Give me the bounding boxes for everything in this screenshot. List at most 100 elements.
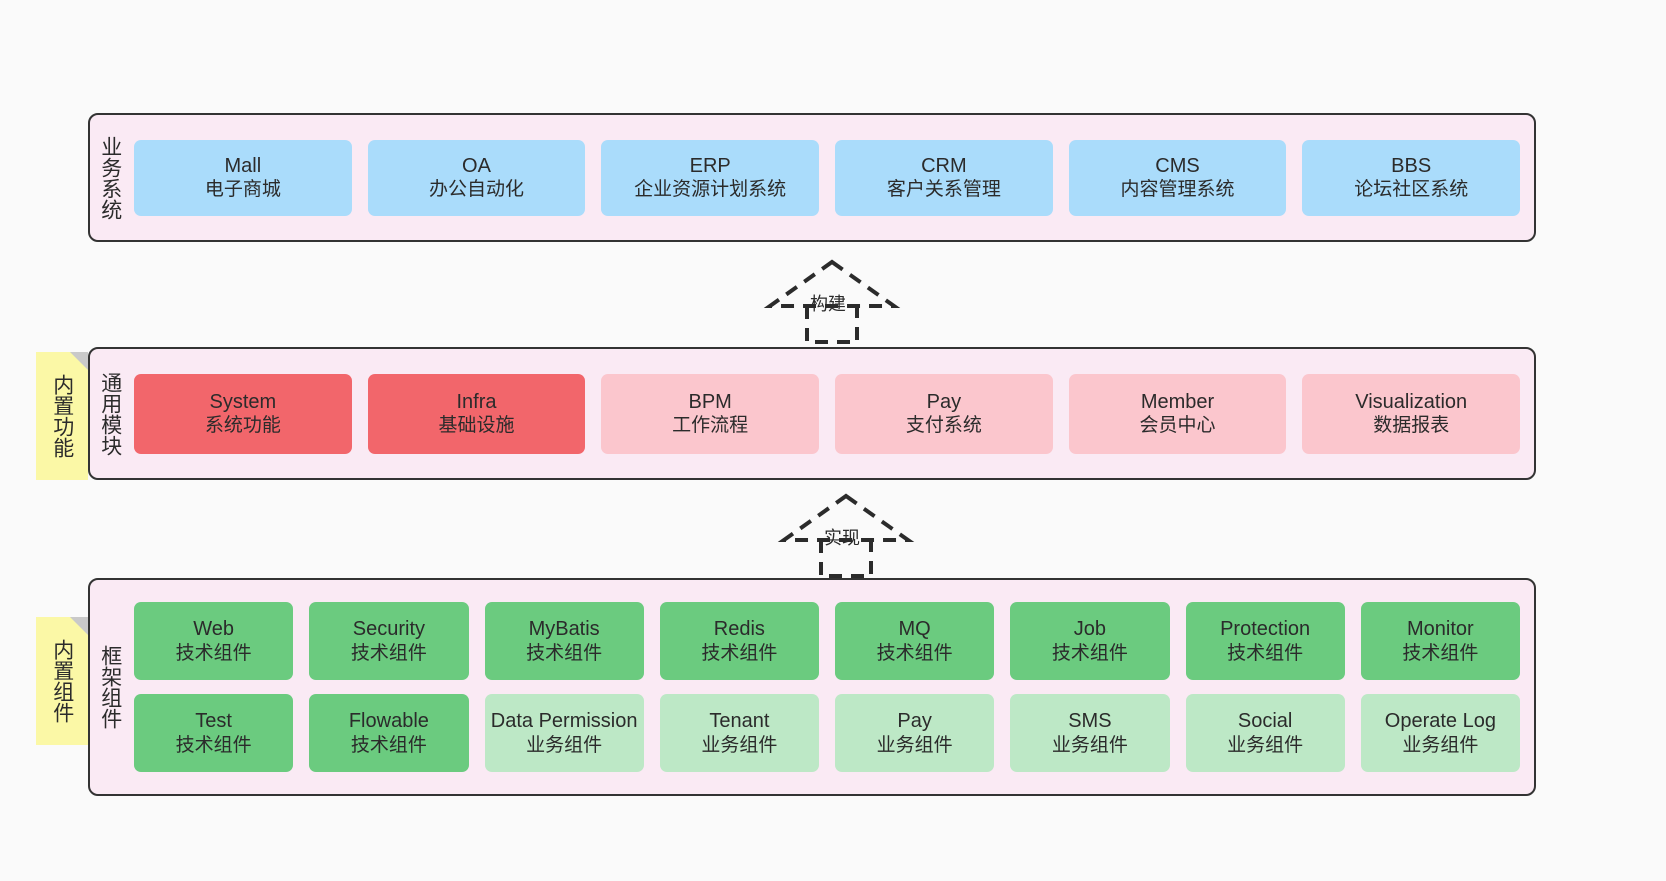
module-infra[interactable]: Infra 基础设施	[367, 373, 586, 454]
module-name: Pay	[926, 390, 962, 413]
business-module-row: Mall 电子商城 OA 办公自动化 ERP 企业资源计划系统 CRM 客户关系…	[134, 139, 1521, 216]
module-cms[interactable]: CMS 内容管理系统	[1068, 139, 1287, 216]
module-name: System	[209, 390, 277, 413]
component-desc: 业务组件	[1051, 734, 1128, 756]
component-desc: 技术组件	[526, 642, 603, 664]
component-name: Web	[193, 618, 234, 641]
framework-tech-row: Web 技术组件 Security 技术组件 MyBatis 技术组件 Redi…	[134, 602, 1520, 680]
component-desc: 技术组件	[175, 734, 252, 756]
connector-implement: 实现	[766, 492, 926, 578]
component-social[interactable]: Social 业务组件	[1185, 694, 1345, 772]
component-name: Protection	[1220, 618, 1311, 641]
module-desc: 内容管理系统	[1120, 179, 1235, 201]
module-desc: 客户关系管理	[886, 179, 1001, 201]
note-label: 内置功能	[50, 374, 74, 458]
layer-framework-title: 框架组件	[98, 645, 122, 729]
component-name: Job	[1073, 618, 1106, 641]
component-desc: 业务组件	[1402, 734, 1479, 756]
component-name: Social	[1237, 710, 1293, 733]
component-name: Monitor	[1407, 618, 1474, 641]
component-desc: 技术组件	[701, 642, 778, 664]
module-name: Visualization	[1355, 390, 1468, 413]
component-name: Security	[352, 618, 425, 641]
layer-framework-body: Web 技术组件 Security 技术组件 MyBatis 技术组件 Redi…	[130, 580, 1534, 794]
component-monitor[interactable]: Monitor 技术组件	[1360, 602, 1520, 680]
module-name: Member	[1140, 390, 1215, 413]
generalization-arrow-icon	[763, 259, 901, 344]
component-web[interactable]: Web 技术组件	[134, 602, 294, 680]
component-name: MyBatis	[528, 618, 600, 641]
module-name: Infra	[456, 390, 497, 413]
component-mq[interactable]: MQ 技术组件	[835, 602, 995, 680]
component-desc: 技术组件	[1402, 642, 1479, 664]
component-flowable[interactable]: Flowable 技术组件	[309, 694, 469, 772]
note-label: 内置组件	[50, 639, 74, 723]
component-desc: 业务组件	[1227, 734, 1304, 756]
module-desc: 支付系统	[905, 415, 982, 437]
layer-business-body: Mall 电子商城 OA 办公自动化 ERP 企业资源计划系统 CRM 客户关系…	[130, 115, 1534, 240]
component-desc: 业务组件	[701, 734, 778, 756]
connector-implement-label: 实现	[824, 528, 860, 548]
layer-common-title: 通用模块	[98, 371, 122, 456]
layer-common-modules: 通用模块 System 系统功能 Infra 基础设施 BPM 工作流程 Pay…	[88, 347, 1536, 480]
component-protection[interactable]: Protection 技术组件	[1185, 602, 1345, 680]
module-name: CRM	[921, 154, 967, 177]
component-operate-log[interactable]: Operate Log 业务组件	[1360, 694, 1520, 772]
layer-framework-components: 框架组件 Web 技术组件 Security 技术组件 MyBatis 技术组件…	[88, 578, 1536, 796]
module-desc: 数据报表	[1373, 415, 1450, 437]
module-mall[interactable]: Mall 电子商城	[134, 139, 352, 216]
component-name: SMS	[1068, 710, 1112, 733]
module-desc: 论坛社区系统	[1354, 179, 1469, 201]
component-name: Data Permission	[490, 710, 638, 733]
module-pay[interactable]: Pay 支付系统	[835, 373, 1053, 454]
module-visualization[interactable]: Visualization 数据报表	[1302, 373, 1521, 454]
component-name: Flowable	[348, 710, 429, 733]
component-test[interactable]: Test 技术组件	[134, 694, 294, 772]
component-pay[interactable]: Pay 业务组件	[835, 694, 995, 772]
component-desc: 技术组件	[1051, 642, 1128, 664]
note-fold-corner-icon	[70, 352, 88, 370]
component-sms[interactable]: SMS 业务组件	[1010, 694, 1170, 772]
module-desc: 企业资源计划系统	[634, 179, 787, 201]
component-desc: 技术组件	[350, 734, 427, 756]
module-desc: 办公自动化	[429, 179, 525, 201]
component-name: Pay	[897, 710, 932, 733]
module-system[interactable]: System 系统功能	[134, 373, 352, 454]
component-security[interactable]: Security 技术组件	[309, 602, 469, 680]
layer-business-systems: 业务系统 Mall 电子商城 OA 办公自动化 ERP 企业资源计划系统 CRM…	[88, 113, 1536, 242]
framework-business-row: Test 技术组件 Flowable 技术组件 Data Permission …	[134, 694, 1520, 772]
component-tenant[interactable]: Tenant 业务组件	[659, 694, 819, 772]
component-name: Tenant	[709, 710, 770, 733]
module-crm[interactable]: CRM 客户关系管理	[835, 139, 1053, 216]
common-module-row: System 系统功能 Infra 基础设施 BPM 工作流程 Pay 支付系统…	[134, 373, 1521, 454]
module-bpm[interactable]: BPM 工作流程	[601, 373, 820, 454]
module-desc: 会员中心	[1139, 415, 1216, 437]
layer-business-title: 业务系统	[98, 135, 122, 220]
component-redis[interactable]: Redis 技术组件	[659, 602, 819, 680]
layer-common-body: System 系统功能 Infra 基础设施 BPM 工作流程 Pay 支付系统…	[130, 349, 1534, 478]
component-data-permission[interactable]: Data Permission 业务组件	[484, 694, 644, 772]
connector-build-label: 构建	[810, 294, 846, 314]
component-desc: 业务组件	[526, 734, 603, 756]
component-desc: 技术组件	[1227, 642, 1304, 664]
module-name: CMS	[1155, 154, 1200, 177]
component-name: Operate Log	[1384, 710, 1496, 733]
module-member[interactable]: Member 会员中心	[1068, 373, 1287, 454]
component-name: MQ	[898, 618, 931, 641]
module-bbs[interactable]: BBS 论坛社区系统	[1302, 139, 1521, 216]
module-oa[interactable]: OA 办公自动化	[367, 139, 586, 216]
module-desc: 电子商城	[204, 179, 281, 201]
component-mybatis[interactable]: MyBatis 技术组件	[484, 602, 644, 680]
module-desc: 基础设施	[438, 415, 515, 437]
component-desc: 业务组件	[876, 734, 953, 756]
module-name: Mall	[224, 154, 262, 177]
module-desc: 系统功能	[204, 415, 281, 437]
component-desc: 技术组件	[175, 642, 252, 664]
module-name: BBS	[1391, 154, 1432, 177]
component-job[interactable]: Job 技术组件	[1010, 602, 1170, 680]
module-erp[interactable]: ERP 企业资源计划系统	[601, 139, 820, 216]
component-name: Test	[195, 710, 232, 733]
module-name: OA	[462, 154, 491, 177]
module-name: BPM	[688, 390, 732, 413]
